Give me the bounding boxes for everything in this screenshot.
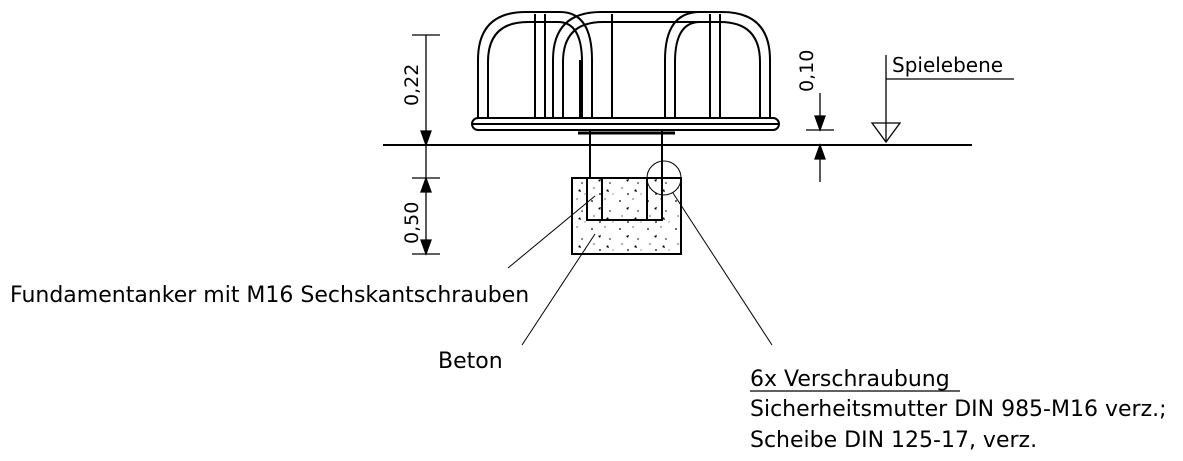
detail-circle [646, 160, 682, 196]
verschraubung-title: 6x Verschraubung [750, 367, 950, 392]
verschraubung-line1: Sicherheitsmutter DIN 985-M16 verz.; [750, 397, 1167, 422]
concrete-foundation [571, 177, 682, 255]
dimension-022 [412, 34, 440, 147]
leader-lines [507, 192, 773, 346]
fundamentanker-label: Fundamentanker mit M16 Sechskantschraube… [10, 283, 529, 308]
dimension-022-text: 0,22 [401, 64, 423, 106]
spielebene-label: Spielebene [892, 53, 1003, 77]
dimension-050 [412, 145, 440, 256]
dimension-050-text: 0,50 [401, 202, 423, 244]
level-marker [870, 55, 1014, 144]
equipment-frame [471, 11, 780, 178]
verschraubung-line2: Scheibe DIN 125-17, verz. [750, 428, 1037, 453]
beton-label: Beton [438, 349, 503, 374]
dimension-010 [806, 93, 834, 182]
dimension-010-text: 0,10 [796, 50, 818, 92]
